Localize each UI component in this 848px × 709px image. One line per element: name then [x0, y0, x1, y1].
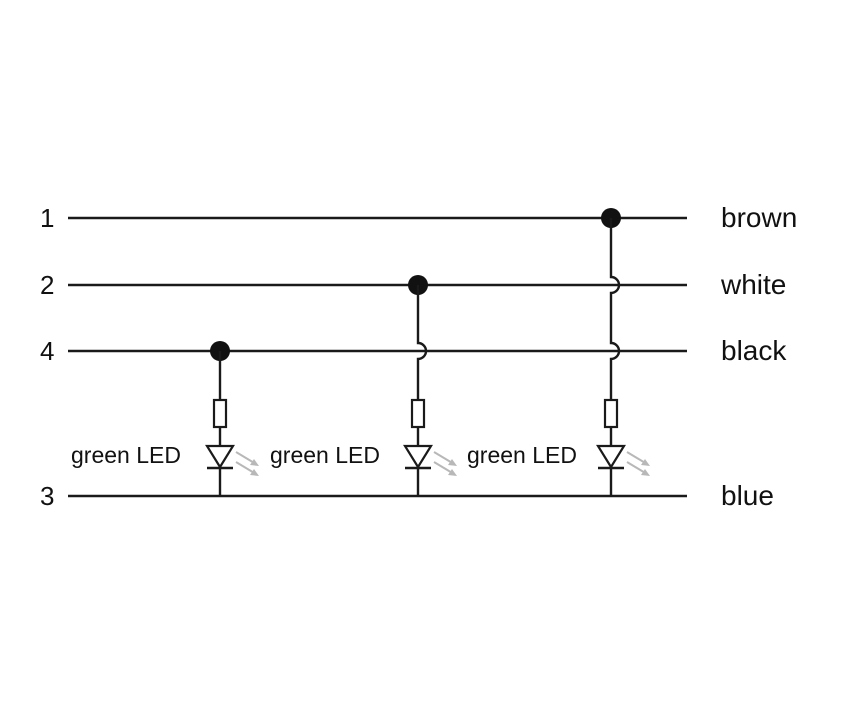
pin-label-2: 2 [40, 270, 54, 300]
color-label-brown: brown [721, 202, 797, 233]
light-emission-arrows [626, 451, 650, 476]
led-branch-1: green LED [71, 341, 259, 496]
led-diode-symbol [205, 444, 235, 470]
led-branch-2: green LED [270, 275, 457, 496]
pin-label-3: 3 [40, 481, 54, 511]
color-label-white: white [720, 269, 786, 300]
led-label: green LED [467, 442, 577, 468]
pin-label-4: 4 [40, 336, 54, 366]
resistor-symbol [410, 398, 426, 429]
pin-label-1: 1 [40, 203, 54, 233]
light-emission-arrows [433, 451, 457, 476]
color-label-black: black [721, 335, 787, 366]
led-label: green LED [71, 442, 181, 468]
led-diode-symbol [403, 444, 433, 470]
led-branch-3: green LED [467, 208, 650, 496]
color-label-blue: blue [721, 480, 774, 511]
led-diode-symbol [596, 444, 626, 470]
resistor-symbol [603, 398, 619, 429]
led-label: green LED [270, 442, 380, 468]
light-emission-arrows [235, 451, 259, 476]
resistor-symbol [212, 398, 228, 429]
